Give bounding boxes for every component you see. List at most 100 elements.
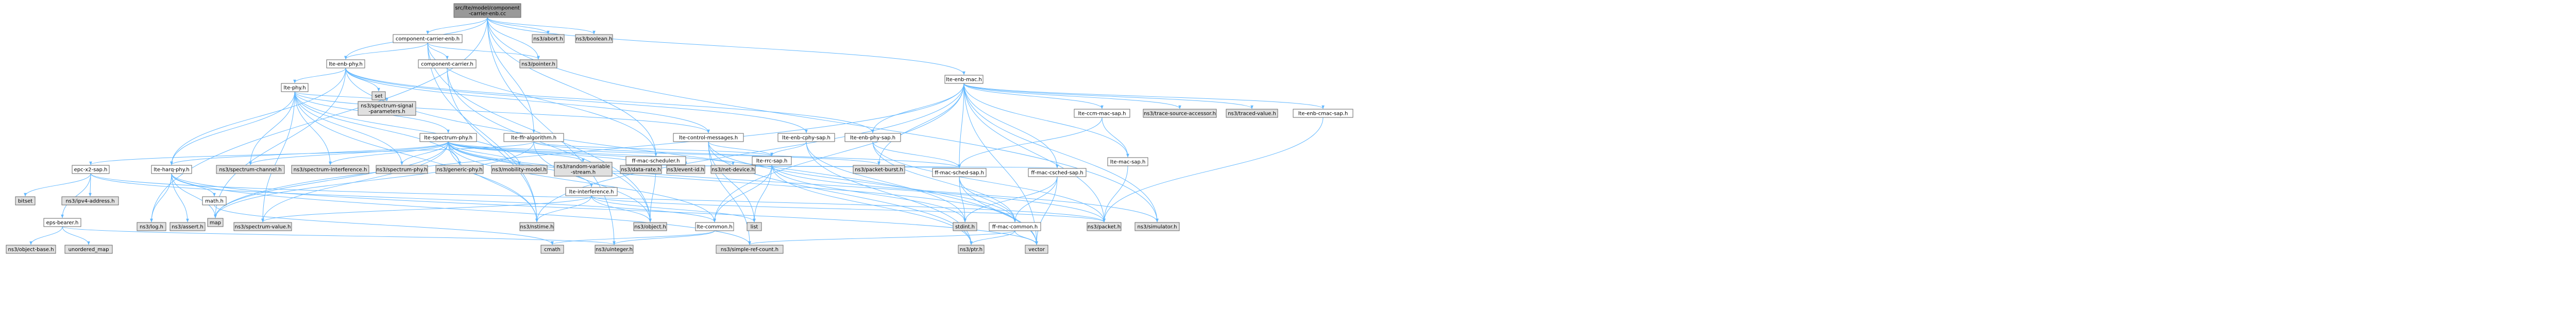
node-map[interactable]: map: [207, 218, 224, 227]
node-unordered-map[interactable]: unordered_map: [64, 245, 113, 254]
node-lte-ccm-mac-sap-h[interactable]: lte-ccm-mac-sap.h: [1074, 109, 1130, 118]
node-ns3-boolean-h[interactable]: ns3/boolean.h: [575, 34, 613, 43]
node-root-component-carrier-enb-cc[interactable]: src/lte/model/component-carrier-enb.cc: [453, 3, 521, 18]
edge-root-to-lte-enb-mac: [487, 17, 965, 75]
edge-lte-spectrum-phy-to-ff-mac-common: [448, 141, 1016, 222]
node-math-h[interactable]: math.h: [202, 196, 227, 205]
node-ns3-mobility-model-h[interactable]: ns3/mobility-model.h: [491, 165, 548, 174]
svg-text:ns3/traced-value.h: ns3/traced-value.h: [1228, 111, 1276, 117]
svg-text:-carrier-enb.cc: -carrier-enb.cc: [469, 11, 506, 17]
node-ns3-data-rate-h[interactable]: ns3/data-rate.h: [620, 165, 662, 174]
node-lte-enb-phy-h[interactable]: lte-enb-phy.h: [326, 59, 365, 68]
node-lte-spectrum-phy-h[interactable]: lte-spectrum-phy.h: [419, 133, 477, 142]
node-lte-enb-cphy-sap-h[interactable]: lte-enb-cphy-sap.h: [777, 133, 835, 142]
node-ns3-generic-phy-h[interactable]: ns3/generic-phy.h: [435, 165, 484, 174]
node-ff-mac-common-h[interactable]: ff-mac-common.h: [989, 222, 1041, 231]
svg-text:lte-harq-phy.h: lte-harq-phy.h: [154, 167, 190, 173]
node-ns3-object-base-h[interactable]: ns3/object-base.h: [6, 245, 56, 254]
svg-text:lte-ffr-algorithm.h: lte-ffr-algorithm.h: [511, 135, 556, 141]
node-ns3-object-h[interactable]: ns3/object.h: [633, 222, 667, 231]
node-ff-mac-sched-sap-h[interactable]: ff-mac-sched-sap.h: [932, 168, 987, 177]
node-ns3-spectrum-value-h[interactable]: ns3/spectrum-value.h: [233, 222, 292, 231]
node-vector[interactable]: vector: [1025, 245, 1048, 254]
node-ns3-net-device-h[interactable]: ns3/net-device.h: [710, 165, 756, 174]
edge-lte-interference-to-packet: [591, 195, 1106, 222]
node-cmath[interactable]: cmath: [540, 245, 564, 254]
node-ns3-spectrum-interference-h[interactable]: ns3/spectrum-interference.h: [291, 165, 369, 174]
svg-text:ns3/trace-source-accessor.h: ns3/trace-source-accessor.h: [1144, 111, 1216, 117]
node-stdint-h[interactable]: stdint.h: [953, 222, 977, 231]
node-ff-mac-scheduler-h[interactable]: ff-mac-scheduler.h: [625, 156, 686, 165]
node-ff-mac-csched-sap-h[interactable]: ff-mac-csched-sap.h: [1028, 168, 1087, 177]
node-ns3-trace-source-accessor-h[interactable]: ns3/trace-source-accessor.h: [1143, 109, 1217, 118]
svg-text:ns3/net-device.h: ns3/net-device.h: [711, 167, 755, 173]
edge-lte-spectrum-phy-to-spectrum-interference: [329, 141, 449, 165]
svg-text:epc-x2-sap.h: epc-x2-sap.h: [74, 167, 108, 173]
edge-epc-x2-sap-to-eps-bearer: [61, 173, 91, 218]
svg-text:lte-rrc-sap.h: lte-rrc-sap.h: [756, 159, 788, 164]
node-component-carrier-enb-h[interactable]: component-carrier-enb.h: [393, 34, 463, 43]
svg-text:lte-mac-sap.h: lte-mac-sap.h: [1110, 160, 1146, 165]
node-ns3-spectrum-phy-h[interactable]: ns3/spectrum-phy.h: [376, 165, 428, 174]
node-component-carrier-h[interactable]: component-carrier.h: [418, 59, 477, 68]
svg-text:ns3/packet.h: ns3/packet.h: [1088, 225, 1121, 230]
node-lte-common-h[interactable]: lte-common.h: [695, 222, 734, 231]
node-lte-interference-h[interactable]: lte-interference.h: [565, 187, 618, 196]
node-lte-enb-phy-sap-h[interactable]: lte-enb-phy-sap.h: [844, 133, 901, 142]
node-ns3-log-h[interactable]: ns3/log.h: [137, 222, 166, 231]
edge-lte-enb-mac-to-trace-source: [963, 83, 1181, 109]
edge-lte-enb-phy-sap-to-ff-sched-sap: [872, 141, 961, 168]
edge-ffr-alg-to-object: [533, 141, 652, 222]
svg-text:ns3/log.h: ns3/log.h: [140, 225, 163, 230]
svg-text:ns3/simple-ref-count.h: ns3/simple-ref-count.h: [721, 247, 778, 253]
node-ns3-simulator-h[interactable]: ns3/simulator.h: [1134, 222, 1180, 231]
node-bitset[interactable]: bitset: [15, 196, 36, 205]
edge-lte-phy-to-nstime: [294, 91, 538, 222]
node-ns3-abort-h[interactable]: ns3/abort.h: [532, 34, 565, 43]
node-lte-mac-sap-h[interactable]: lte-mac-sap.h: [1107, 157, 1148, 166]
node-ns3-ptr-h[interactable]: ns3/ptr.h: [958, 245, 985, 254]
svg-text:ns3/event-id.h: ns3/event-id.h: [667, 167, 704, 173]
edge-eps-bearer-to-uinteger: [62, 226, 616, 245]
node-ns3-assert-h[interactable]: ns3/assert.h: [170, 222, 206, 231]
node-lte-rrc-sap-h[interactable]: lte-rrc-sap.h: [752, 156, 792, 165]
edge-cc-enb-to-pointer: [427, 42, 540, 60]
node-lte-enb-mac-h[interactable]: lte-enb-mac.h: [944, 75, 984, 84]
node-ns3-uinteger-h[interactable]: ns3/uinteger.h: [595, 245, 634, 254]
node-lte-ffr-algorithm-h[interactable]: lte-ffr-algorithm.h: [503, 133, 564, 142]
edge-lte-spectrum-phy-to-map: [214, 141, 449, 218]
svg-text:lte-enb-mac.h: lte-enb-mac.h: [946, 77, 982, 83]
edge-root-to-pointer: [487, 17, 540, 60]
edge-lte-phy-to-mobility-model: [294, 91, 521, 165]
edge-lte-harq-phy-to-map: [171, 173, 217, 218]
svg-text:lte-phy.h: lte-phy.h: [283, 85, 306, 91]
node-list[interactable]: list: [747, 222, 762, 231]
node-ns3-ipv4-address-h[interactable]: ns3/ipv4-address.h: [61, 196, 119, 205]
node-set[interactable]: set: [371, 91, 386, 100]
edge-ffr-alg-to-lte-rrc-sap: [533, 141, 773, 157]
svg-text:stdint.h: stdint.h: [955, 225, 975, 230]
node-ns3-random-variable-stream-h[interactable]: ns3/random-variable-stream.h: [554, 162, 613, 177]
node-ns3-event-id-h[interactable]: ns3/event-id.h: [666, 165, 705, 174]
edge-lte-ccm-mac-sap-to-lte-mac-sap: [1101, 117, 1129, 158]
node-ns3-pointer-h[interactable]: ns3/pointer.h: [519, 59, 557, 68]
svg-text:-stream.h: -stream.h: [571, 170, 596, 176]
node-lte-control-messages-h[interactable]: lte-control-messages.h: [673, 133, 744, 142]
node-ns3-simple-ref-count-h[interactable]: ns3/simple-ref-count.h: [716, 245, 784, 254]
edge-lte-enb-mac-to-ff-sched-sap: [958, 83, 964, 168]
node-lte-harq-phy-h[interactable]: lte-harq-phy.h: [151, 165, 192, 174]
node-epc-x2-sap-h[interactable]: epc-x2-sap.h: [72, 165, 110, 174]
node-ns3-packet-h[interactable]: ns3/packet.h: [1087, 222, 1122, 231]
node-ns3-spectrum-signal-parameters-h[interactable]: ns3/spectrum-signal-parameters.h: [358, 101, 416, 116]
node-ns3-nstime-h[interactable]: ns3/nstime.h: [519, 222, 554, 231]
edge-root-to-uinteger: [487, 17, 616, 245]
node-ns3-packet-burst-h[interactable]: ns3/packet-burst.h: [853, 165, 905, 174]
node-eps-bearer-h[interactable]: eps-bearer.h: [43, 218, 81, 227]
node-lte-enb-cmac-sap-h[interactable]: lte-enb-cmac-sap.h: [1293, 109, 1353, 118]
edge-lte-spectrum-phy-to-spectrum-value: [261, 141, 449, 222]
node-lte-phy-h[interactable]: lte-phy.h: [281, 83, 309, 92]
svg-text:unordered_map: unordered_map: [69, 247, 109, 253]
edge-ff-csched-sap-to-stdint: [963, 176, 1058, 222]
node-ns3-traced-value-h[interactable]: ns3/traced-value.h: [1226, 109, 1278, 118]
node-ns3-spectrum-channel-h[interactable]: ns3/spectrum-channel.h: [216, 165, 285, 174]
